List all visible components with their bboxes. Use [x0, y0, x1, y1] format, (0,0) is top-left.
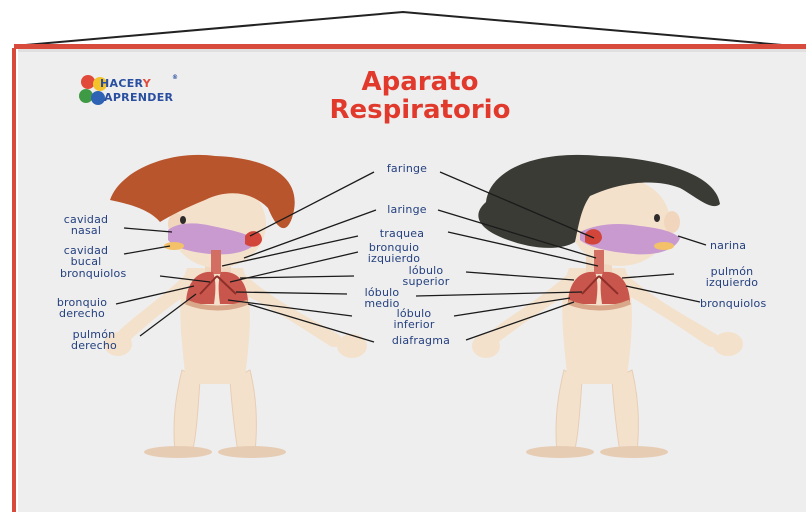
label-lobulo-medio: lóbulo medio — [344, 287, 420, 309]
label-lobulo-inferior: lóbulo inferior — [374, 308, 454, 330]
label-cavidad-bucal-line2: bucal — [44, 256, 128, 267]
label-bronquiolos-right: bronquiolos — [700, 298, 766, 309]
label-pulmon-izquierdo: pulmón izquierdo — [682, 266, 782, 288]
top-rod-shadow — [18, 49, 806, 52]
page-title: Aparato Respiratorio — [285, 68, 555, 124]
title-line2: Respiratorio — [285, 96, 555, 124]
title-line1: Aparato — [285, 68, 555, 96]
label-bronquio-derecho: bronquio derecho — [42, 297, 122, 319]
label-pulmon-derecho-line2: derecho — [54, 340, 134, 351]
logo-line1: HACERY — [100, 78, 151, 89]
label-cavidad-nasal-line2: nasal — [44, 225, 128, 236]
label-bronquiolos-left: bronquiolos — [60, 268, 126, 279]
label-lobulo-superior: lóbulo superior — [386, 265, 466, 287]
label-traquea: traquea — [362, 228, 442, 239]
label-diafragma: diafragma — [376, 335, 466, 346]
logo-registered-mark: ® — [172, 72, 178, 83]
hacer-y-aprender-logo: HACERY APRENDER ® — [76, 70, 180, 110]
hanging-string — [14, 12, 794, 46]
label-pulmon-izquierdo-line2: izquierdo — [682, 277, 782, 288]
label-faringe: faringe — [372, 163, 442, 174]
logo-line2: APRENDER — [104, 92, 173, 103]
top-rod — [14, 44, 806, 49]
label-cavidad-nasal: cavidad nasal — [44, 214, 128, 236]
label-bronquio-derecho-line2: derecho — [42, 308, 122, 319]
label-cavidad-bucal: cavidad bucal — [44, 245, 128, 267]
label-bronquio-izquierdo: bronquio izquierdo — [354, 242, 434, 264]
label-lobulo-inferior-line2: inferior — [374, 319, 454, 330]
label-bronquio-izquierdo-line2: izquierdo — [354, 253, 434, 264]
label-laringe: laringe — [372, 204, 442, 215]
left-rod — [12, 48, 16, 512]
label-narina: narina — [710, 240, 746, 251]
label-pulmon-derecho: pulmón derecho — [54, 329, 134, 351]
